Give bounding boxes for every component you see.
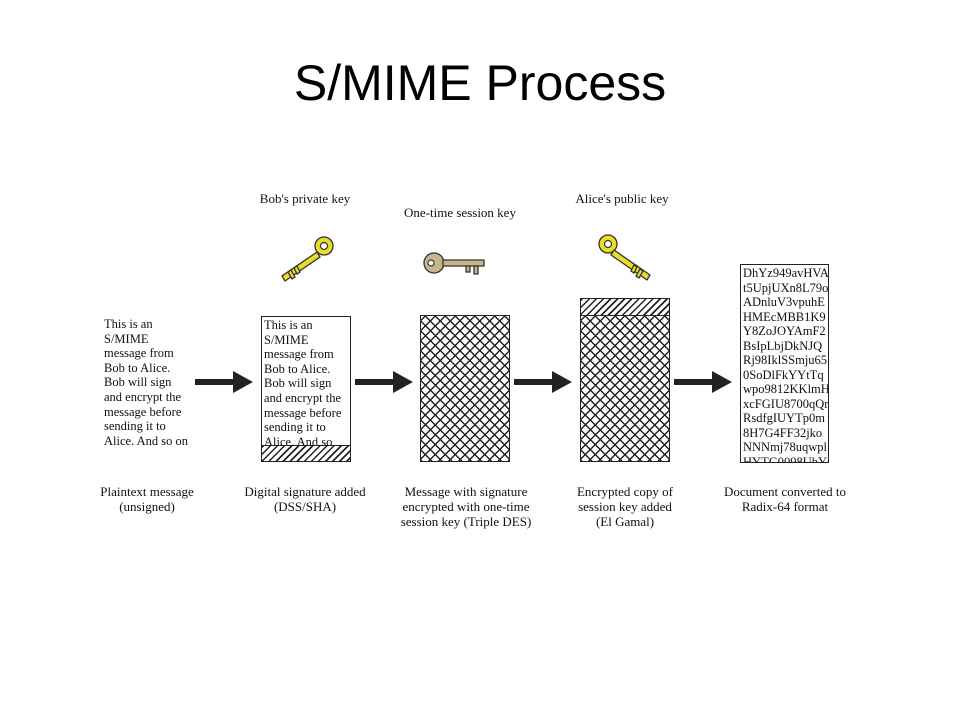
encrypted-content-pattern bbox=[581, 316, 669, 461]
radix64-line: HMEcMBB1K9 bbox=[743, 309, 826, 324]
radix64-line: wpo9812KKlmH bbox=[743, 382, 829, 396]
radix64-document-box: DhYz949avHVA t5UpjUXn8L79o ADnluV3vpuhE … bbox=[740, 264, 829, 463]
slide-title: S/MIME Process bbox=[293, 55, 667, 111]
step-caption-session-key: Encrypted copy of session key added (El … bbox=[576, 484, 674, 529]
radix64-line: HYTG0098UhYr bbox=[743, 454, 829, 463]
encrypted-session-key-strip bbox=[581, 299, 669, 316]
radix64-line: NNNmj78uqwpl bbox=[743, 440, 828, 454]
arrow-right-icon bbox=[514, 371, 572, 393]
arrow-right-icon bbox=[195, 371, 253, 393]
signed-message-text: This is an S/MIME message from Bob to Al… bbox=[264, 318, 342, 461]
radix64-line: Y8ZoJOYAmF2 bbox=[743, 324, 826, 338]
signed-message-box: This is an S/MIME message from Bob to Al… bbox=[261, 316, 351, 462]
encrypted-with-session-key-box bbox=[580, 298, 670, 462]
bob-private-key-icon bbox=[281, 236, 334, 282]
session-key-icon bbox=[423, 252, 485, 275]
alice-public-key-label: Alice's public key bbox=[575, 191, 669, 206]
arrow-right-icon bbox=[674, 371, 732, 393]
plaintext-message-text: This is an S/MIME message from Bob to Al… bbox=[104, 317, 189, 447]
radix64-line: Rj98IklSSmju65 bbox=[743, 353, 828, 367]
signature-strip bbox=[262, 445, 350, 461]
step-caption-encryption: Message with signature encrypted with on… bbox=[400, 484, 532, 529]
radix64-line: 0SoDlFkYYtTq bbox=[743, 367, 824, 382]
radix64-line: RsdfgIUYTp0m bbox=[743, 411, 825, 425]
step-caption-plaintext: Plaintext message (unsigned) bbox=[100, 484, 194, 514]
arrow-right-icon bbox=[355, 371, 413, 393]
radix64-line: t5UpjUXn8L79o bbox=[743, 280, 829, 295]
radix64-line: 8H7G4FF32jko bbox=[743, 425, 823, 440]
step-caption-signature: Digital signature added (DSS/SHA) bbox=[244, 484, 366, 514]
step-caption-radix64: Document converted to Radix-64 format bbox=[723, 484, 846, 514]
bob-private-key-label: Bob's private key bbox=[259, 191, 351, 206]
encrypted-message-box bbox=[420, 315, 510, 462]
radix64-line: xcFGIU8700qQr bbox=[743, 396, 829, 411]
session-key-label: One-time session key bbox=[404, 205, 516, 220]
radix64-line: ADnluV3vpuhE bbox=[743, 295, 825, 309]
radix64-line: BsIpLbjDkNJQ bbox=[743, 338, 823, 353]
alice-public-key-icon bbox=[598, 234, 651, 281]
radix64-line: DhYz949avHVA bbox=[743, 266, 829, 280]
encrypted-content-pattern bbox=[421, 316, 509, 461]
plaintext-message-box: This is an S/MIME message from Bob to Al… bbox=[102, 316, 191, 447]
radix64-text: DhYz949avHVA t5UpjUXn8L79o ADnluV3vpuhE … bbox=[741, 265, 829, 463]
